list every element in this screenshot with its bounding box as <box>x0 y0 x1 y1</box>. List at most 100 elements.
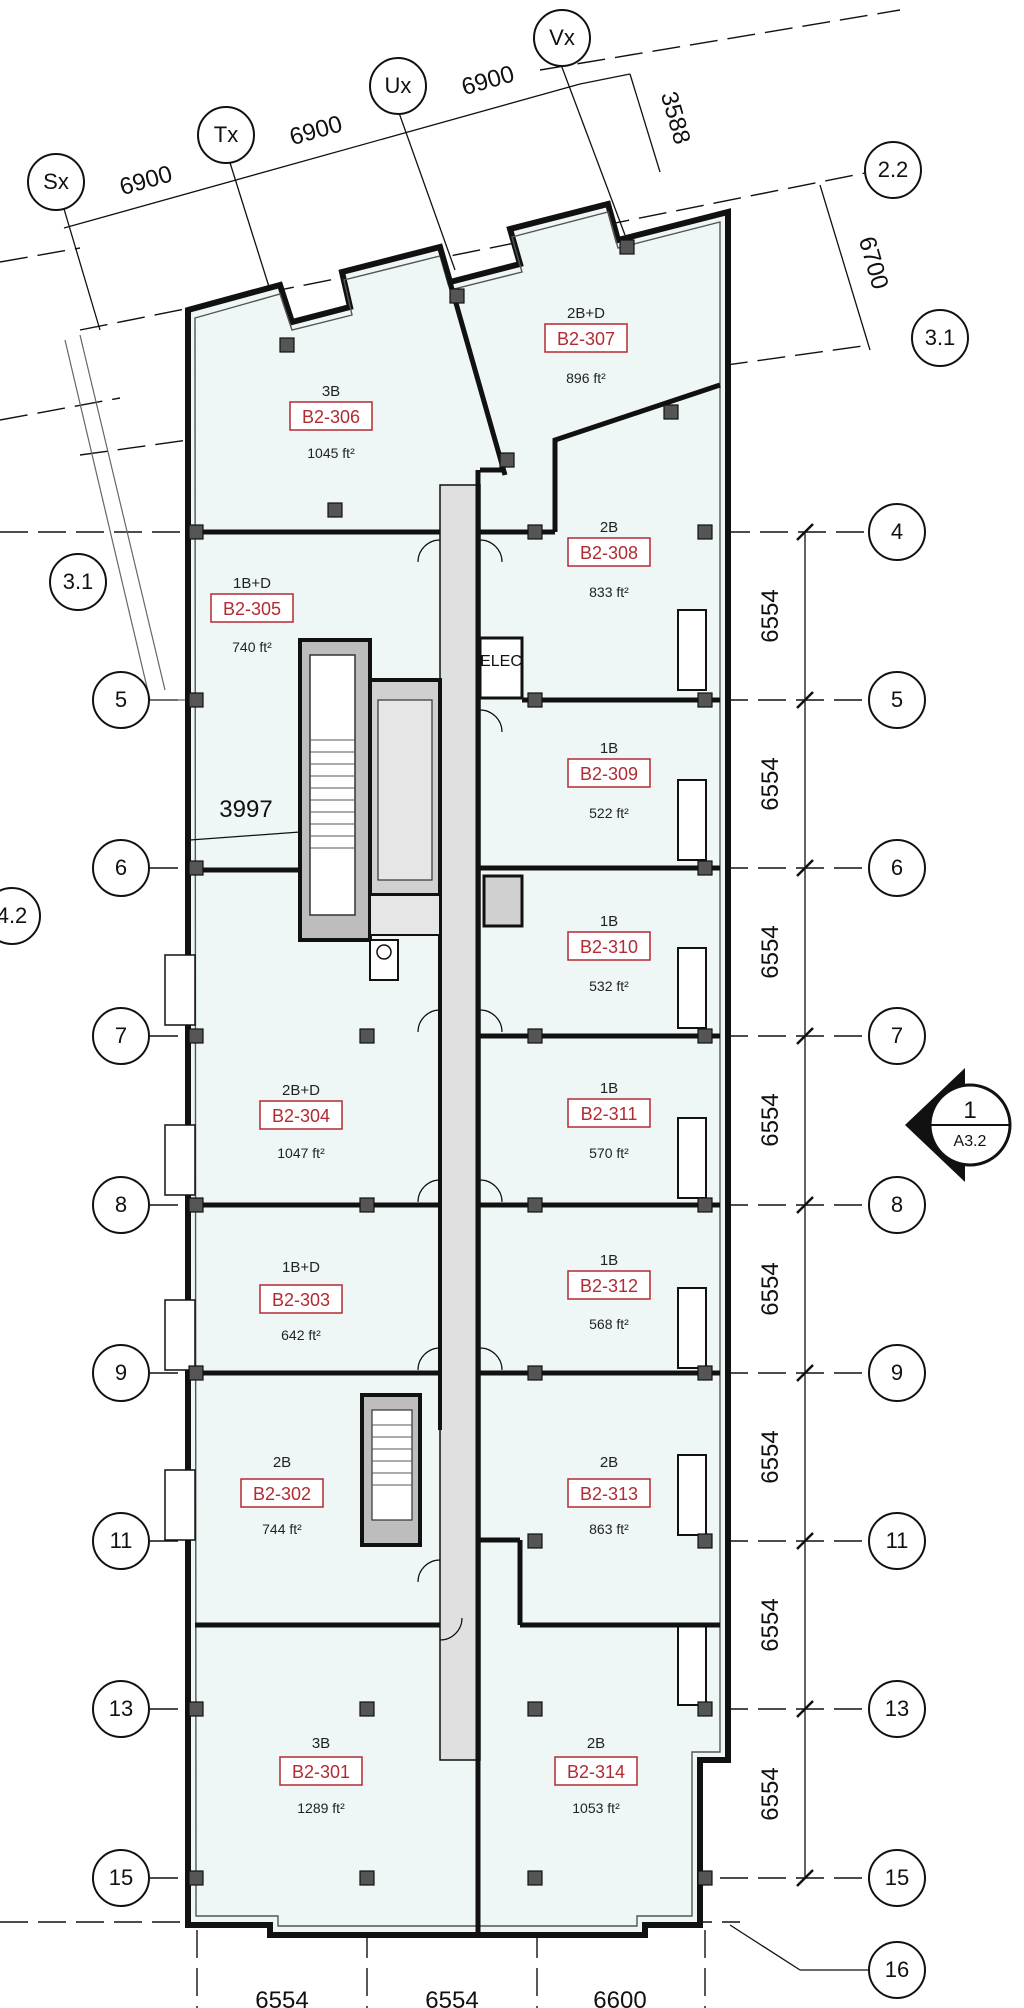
grid-lines-vertical <box>196 1930 706 2008</box>
section-sheet: A3.2 <box>954 1133 987 1150</box>
grid-label-5-right: 5 <box>891 687 903 712</box>
unit-b2-314[interactable]: 2B B2-314 1053 ft² <box>554 1735 638 1816</box>
unit-area: 863 ft² <box>589 1521 629 1537</box>
grid-label-4-right: 4 <box>891 519 903 544</box>
dim-right-6: 6554 <box>757 1430 784 1483</box>
grid-bubbles-left: 3.1 4.2 5 6 7 8 9 11 13 15 <box>0 553 150 1907</box>
grid-bubble-13-right <box>868 1680 926 1738</box>
unit-b2-306[interactable]: 3B B2-306 1045 ft² <box>289 383 373 461</box>
unit-id: B2-305 <box>223 599 281 619</box>
balconies-right <box>677 609 707 1706</box>
unit-b2-310[interactable]: 1B B2-310 532 ft² <box>567 913 651 994</box>
grid-label-vx: Vx <box>549 25 575 50</box>
unit-type: 2B+D <box>282 1082 320 1099</box>
grid-bubble-13-left <box>92 1680 150 1738</box>
dim-right-8: 6554 <box>757 1767 784 1820</box>
unit-area: 532 ft² <box>589 978 629 994</box>
unit-id: B2-314 <box>567 1762 625 1782</box>
unit-b2-305[interactable]: 1B+D B2-305 740 ft² <box>210 575 294 655</box>
dim-right-7: 6554 <box>757 1598 784 1651</box>
unit-labels: 3B B2-306 1045 ft² 2B+D B2-307 896 ft² 2… <box>210 305 651 1816</box>
dim-bottom-1: 6554 <box>255 1987 308 2008</box>
unit-area: 1045 ft² <box>307 445 355 461</box>
grid-label-tx: Tx <box>214 122 238 147</box>
unit-b2-308[interactable]: 2B B2-308 833 ft² <box>567 519 651 600</box>
grid-bubble-7-left <box>92 1007 150 1065</box>
grid-bubble-vx <box>533 9 591 67</box>
grid-label-15-left: 15 <box>109 1865 133 1890</box>
unit-type: 3B <box>322 383 340 400</box>
grid-label-9-right: 9 <box>891 1360 903 1385</box>
grid-bubble-8-left <box>92 1176 150 1234</box>
unit-id: B2-303 <box>272 1290 330 1310</box>
grid-bubble-6-left <box>92 839 150 897</box>
unit-area: 568 ft² <box>589 1316 629 1332</box>
grid-bubble-3-1-left <box>49 553 107 611</box>
dim-right-2: 6554 <box>757 757 784 810</box>
grid-bubble-8-right <box>868 1176 926 1234</box>
grid-label-3-1-right: 3.1 <box>925 325 956 350</box>
unit-b2-312[interactable]: 1B B2-312 568 ft² <box>567 1252 651 1332</box>
dim-right-1: 6554 <box>757 589 784 642</box>
unit-id: B2-312 <box>580 1276 638 1296</box>
dimensions-bottom: 6554 6554 6600 <box>255 1987 646 2008</box>
unit-b2-313[interactable]: 2B B2-313 863 ft² <box>567 1454 651 1537</box>
grid-label-9-left: 9 <box>115 1360 127 1385</box>
grid-bubble-ux <box>369 57 427 115</box>
unit-b2-307[interactable]: 2B+D B2-307 896 ft² <box>544 305 628 386</box>
grid-bubble-15-right <box>868 1849 926 1907</box>
unit-type: 2B <box>273 1454 291 1471</box>
unit-area: 1289 ft² <box>297 1800 345 1816</box>
demising-walls <box>195 246 721 1628</box>
dim-right-5: 6554 <box>757 1262 784 1315</box>
unit-id: B2-302 <box>253 1484 311 1504</box>
unit-id: B2-308 <box>580 543 638 563</box>
grid-label-6-left: 6 <box>115 855 127 880</box>
unit-type: 1B+D <box>282 1259 320 1276</box>
unit-area: 642 ft² <box>281 1327 321 1343</box>
unit-b2-301[interactable]: 3B B2-301 1289 ft² <box>279 1735 363 1816</box>
unit-type: 2B+D <box>567 305 605 322</box>
grid-label-13-left: 13 <box>109 1696 133 1721</box>
unit-area: 833 ft² <box>589 584 629 600</box>
grid-label-7-left: 7 <box>115 1023 127 1048</box>
unit-area: 1053 ft² <box>572 1800 620 1816</box>
unit-id: B2-306 <box>302 407 360 427</box>
grid-label-5-left: 5 <box>115 687 127 712</box>
grid-label-ux: Ux <box>385 73 412 98</box>
unit-b2-311[interactable]: 1B B2-311 570 ft² <box>567 1080 651 1161</box>
grid-label-16: 16 <box>885 1957 909 1982</box>
dim-bottom-2: 6554 <box>425 1987 478 2008</box>
grid-bubble-2-2 <box>864 141 922 199</box>
unit-id: B2-311 <box>581 1104 638 1124</box>
columns <box>188 239 713 1886</box>
unit-type: 1B+D <box>233 575 271 592</box>
grid-bubble-15-left <box>92 1849 150 1907</box>
unit-type: 2B <box>600 519 618 536</box>
unit-area: 896 ft² <box>566 370 606 386</box>
unit-type: 1B <box>600 1252 618 1269</box>
unit-b2-304[interactable]: 2B+D B2-304 1047 ft² <box>259 1082 343 1161</box>
dim-right-3: 6554 <box>757 925 784 978</box>
grid-bubble-5-left <box>92 671 150 729</box>
section-marker: 1 A3.2 <box>905 1068 1012 1182</box>
grid-bubbles-right: 4 5 6 7 8 9 11 13 15 16 <box>729 503 926 1999</box>
unit-id: B2-307 <box>557 329 615 349</box>
grid-label-8-right: 8 <box>891 1192 903 1217</box>
elec-room-label: ELEC <box>480 653 522 670</box>
unit-area: 1047 ft² <box>277 1145 325 1161</box>
unit-b2-309[interactable]: 1B B2-309 522 ft² <box>567 740 651 821</box>
grid-bubble-16 <box>868 1941 926 1999</box>
grid-label-11-right: 11 <box>886 1528 909 1553</box>
unit-id: B2-301 <box>292 1762 350 1782</box>
grid-bubble-4-2-left <box>0 887 41 945</box>
unit-id: B2-304 <box>272 1106 330 1126</box>
section-number: 1 <box>963 1097 976 1124</box>
grid-bubble-11-right <box>868 1512 926 1570</box>
grid-label-8-left: 8 <box>115 1192 127 1217</box>
balconies-left <box>164 954 196 1541</box>
grid-bubble-11-left <box>92 1512 150 1570</box>
unit-b2-302[interactable]: 2B B2-302 744 ft² <box>240 1454 324 1537</box>
unit-b2-303[interactable]: 1B+D B2-303 642 ft² <box>259 1259 343 1343</box>
